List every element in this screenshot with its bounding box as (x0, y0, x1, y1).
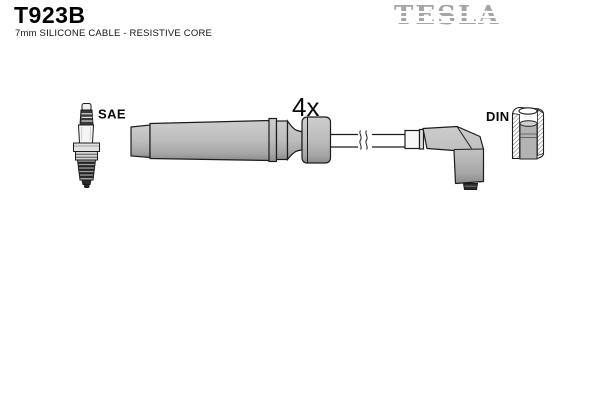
product-description: 7mm SILICONE CABLE - RESISTIVE CORE (15, 28, 213, 39)
logo-stripe (392, 11, 514, 13)
sae-label: SAE (98, 107, 126, 122)
logo-stripe (392, 21, 514, 23)
quantity-label: 4x (292, 92, 319, 122)
part-number: T923B (14, 2, 86, 28)
elbow-boot-drawing (404, 125, 485, 190)
cable-break-icon (359, 130, 368, 150)
spark-plug-drawing (73, 103, 100, 188)
logo-stripe (392, 16, 514, 18)
tesla-logo: TESLA (392, 3, 514, 30)
din-terminal-drawing (511, 106, 545, 160)
din-label: DIN (486, 109, 510, 124)
cable-drawing (330, 130, 405, 150)
straight-boot-drawing (130, 116, 332, 164)
